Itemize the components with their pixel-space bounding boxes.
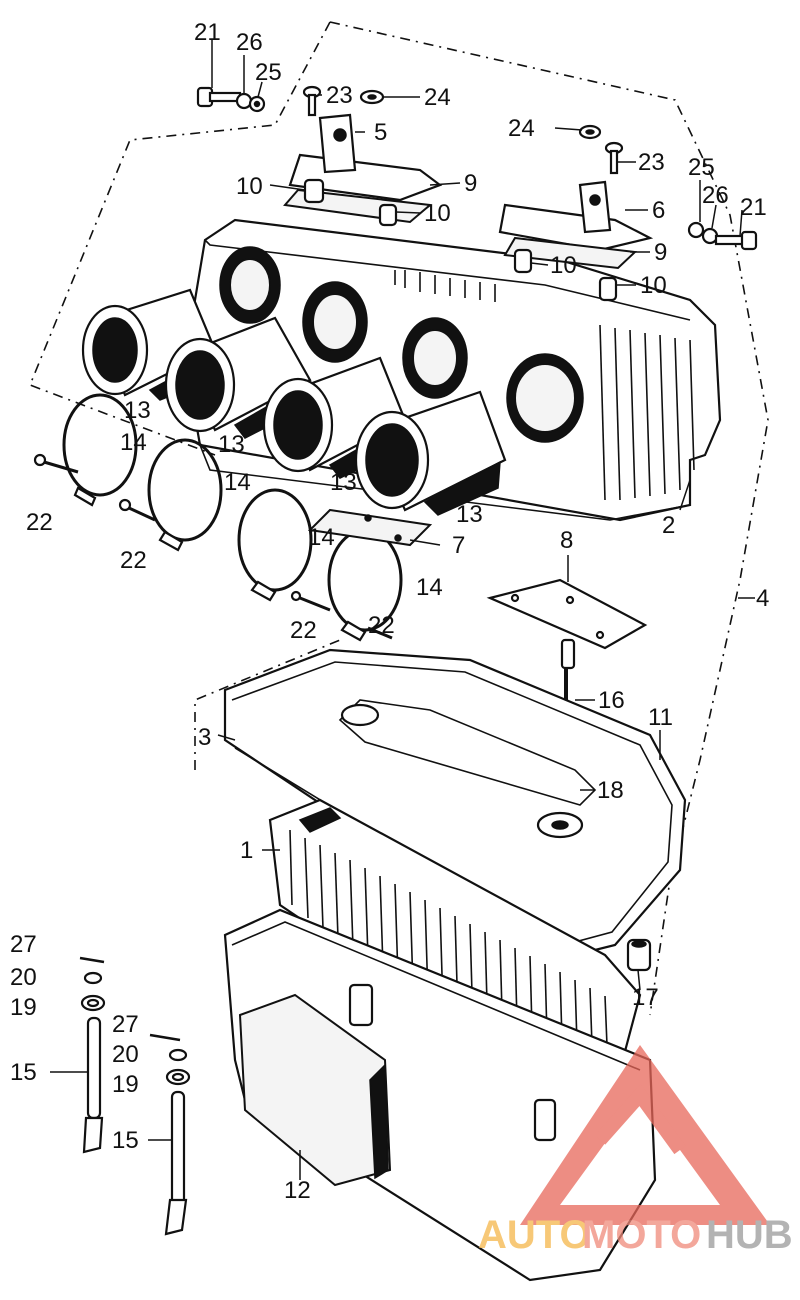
spacer-17 (626, 938, 652, 972)
callout-15: 15 (10, 1059, 37, 1086)
screw-22-c (290, 590, 331, 612)
watermark-text-hub: HUB (706, 1213, 793, 1257)
bracket-6 (498, 180, 654, 252)
callout-23: 23 (326, 82, 353, 109)
callout-6: 6 (652, 197, 665, 224)
gasket-7 (307, 508, 433, 547)
watermark-text-auto: AUTO (478, 1213, 591, 1257)
callout-10: 10 (236, 173, 263, 200)
callout-10: 10 (424, 200, 451, 227)
screw-22-d (367, 626, 393, 640)
watermark-text-moto: MOTO (582, 1213, 701, 1257)
clamp-band-14-b (147, 438, 223, 552)
callout-22: 22 (368, 612, 395, 639)
ring-19-left (80, 994, 106, 1012)
bolt-23-left (302, 85, 322, 117)
washer-24-right (578, 124, 602, 140)
callout-15: 15 (112, 1127, 139, 1154)
drain-tube-15-left (82, 1016, 104, 1154)
callout-18: 18 (597, 777, 624, 804)
callout-14: 14 (120, 429, 147, 456)
callout-24: 24 (424, 84, 451, 111)
callout-20: 20 (10, 964, 37, 991)
intake-tube-4 (354, 390, 507, 516)
assembly-boundary-line (28, 21, 769, 1016)
callout-16: 16 (598, 687, 625, 714)
callout-3: 3 (198, 724, 211, 751)
callout-10: 10 (550, 252, 577, 279)
bushing-10-right (513, 248, 618, 302)
callout-8: 8 (560, 527, 573, 554)
callout-13: 13 (456, 501, 483, 528)
screw-22-b (118, 498, 156, 522)
callout-12: 12 (284, 1177, 311, 1204)
callout-2: 2 (662, 512, 675, 539)
bolt-21-left (196, 86, 266, 113)
intake-tube-1 (81, 288, 217, 401)
callout-9: 9 (654, 239, 667, 266)
callout-25: 25 (688, 154, 715, 181)
callout-23: 23 (638, 149, 665, 176)
callout-19: 19 (112, 1071, 139, 1098)
watermark-logo: AUTO MOTO HUB (478, 1045, 793, 1257)
case-cooling-fins (599, 324, 695, 501)
callout-20: 20 (112, 1041, 139, 1068)
callout-9: 9 (464, 170, 477, 197)
cover-plate-8 (486, 578, 648, 650)
callout-21: 21 (740, 194, 767, 221)
drain-tube-15-right (164, 1090, 188, 1236)
clamp-band-14-a (62, 393, 138, 507)
callout-4: 4 (756, 585, 769, 612)
callout-26: 26 (702, 182, 729, 209)
callout-19: 19 (10, 994, 37, 1021)
callout-13: 13 (330, 469, 357, 496)
screw-22-a (33, 453, 79, 474)
clip-20-left (83, 971, 103, 985)
clamp-band-14-c (237, 488, 313, 602)
washer-24-left (359, 89, 385, 105)
air-cleaner-cover (223, 648, 687, 962)
leader-lines (50, 40, 755, 1180)
clip-27-right (149, 1033, 181, 1042)
bracket-5 (288, 113, 443, 202)
callout-14: 14 (416, 574, 443, 601)
callout-22: 22 (290, 617, 317, 644)
callout-21: 21 (194, 19, 221, 46)
callout-22: 22 (120, 547, 147, 574)
callout-14: 14 (224, 469, 251, 496)
callout-labels: 21 26 25 23 24 5 10 9 10 24 23 6 9 10 10… (10, 19, 769, 1204)
callout-22: 22 (26, 509, 53, 536)
callout-11: 11 (648, 704, 673, 731)
callout-1: 1 (240, 837, 253, 864)
callout-14: 14 (308, 524, 335, 551)
clip-20-right (168, 1048, 188, 1062)
bolt-23-right (604, 141, 624, 175)
watermark-triangle-icon (520, 1045, 770, 1225)
callout-27: 27 (10, 931, 37, 958)
callout-7: 7 (452, 532, 465, 559)
clip-27-left (79, 956, 105, 964)
callout-26: 26 (236, 29, 263, 56)
callout-5: 5 (374, 119, 387, 146)
callout-25: 25 (255, 59, 282, 86)
ring-19-right (165, 1068, 191, 1086)
callout-24: 24 (508, 115, 535, 142)
callout-17: 17 (632, 984, 659, 1011)
gasket-9-right (503, 236, 638, 270)
callout-10: 10 (640, 272, 667, 299)
callout-13: 13 (218, 431, 245, 458)
callout-13: 13 (124, 397, 151, 424)
callout-27: 27 (112, 1011, 139, 1038)
bushing-10-left (303, 178, 398, 227)
bolt-21-right (687, 221, 758, 251)
